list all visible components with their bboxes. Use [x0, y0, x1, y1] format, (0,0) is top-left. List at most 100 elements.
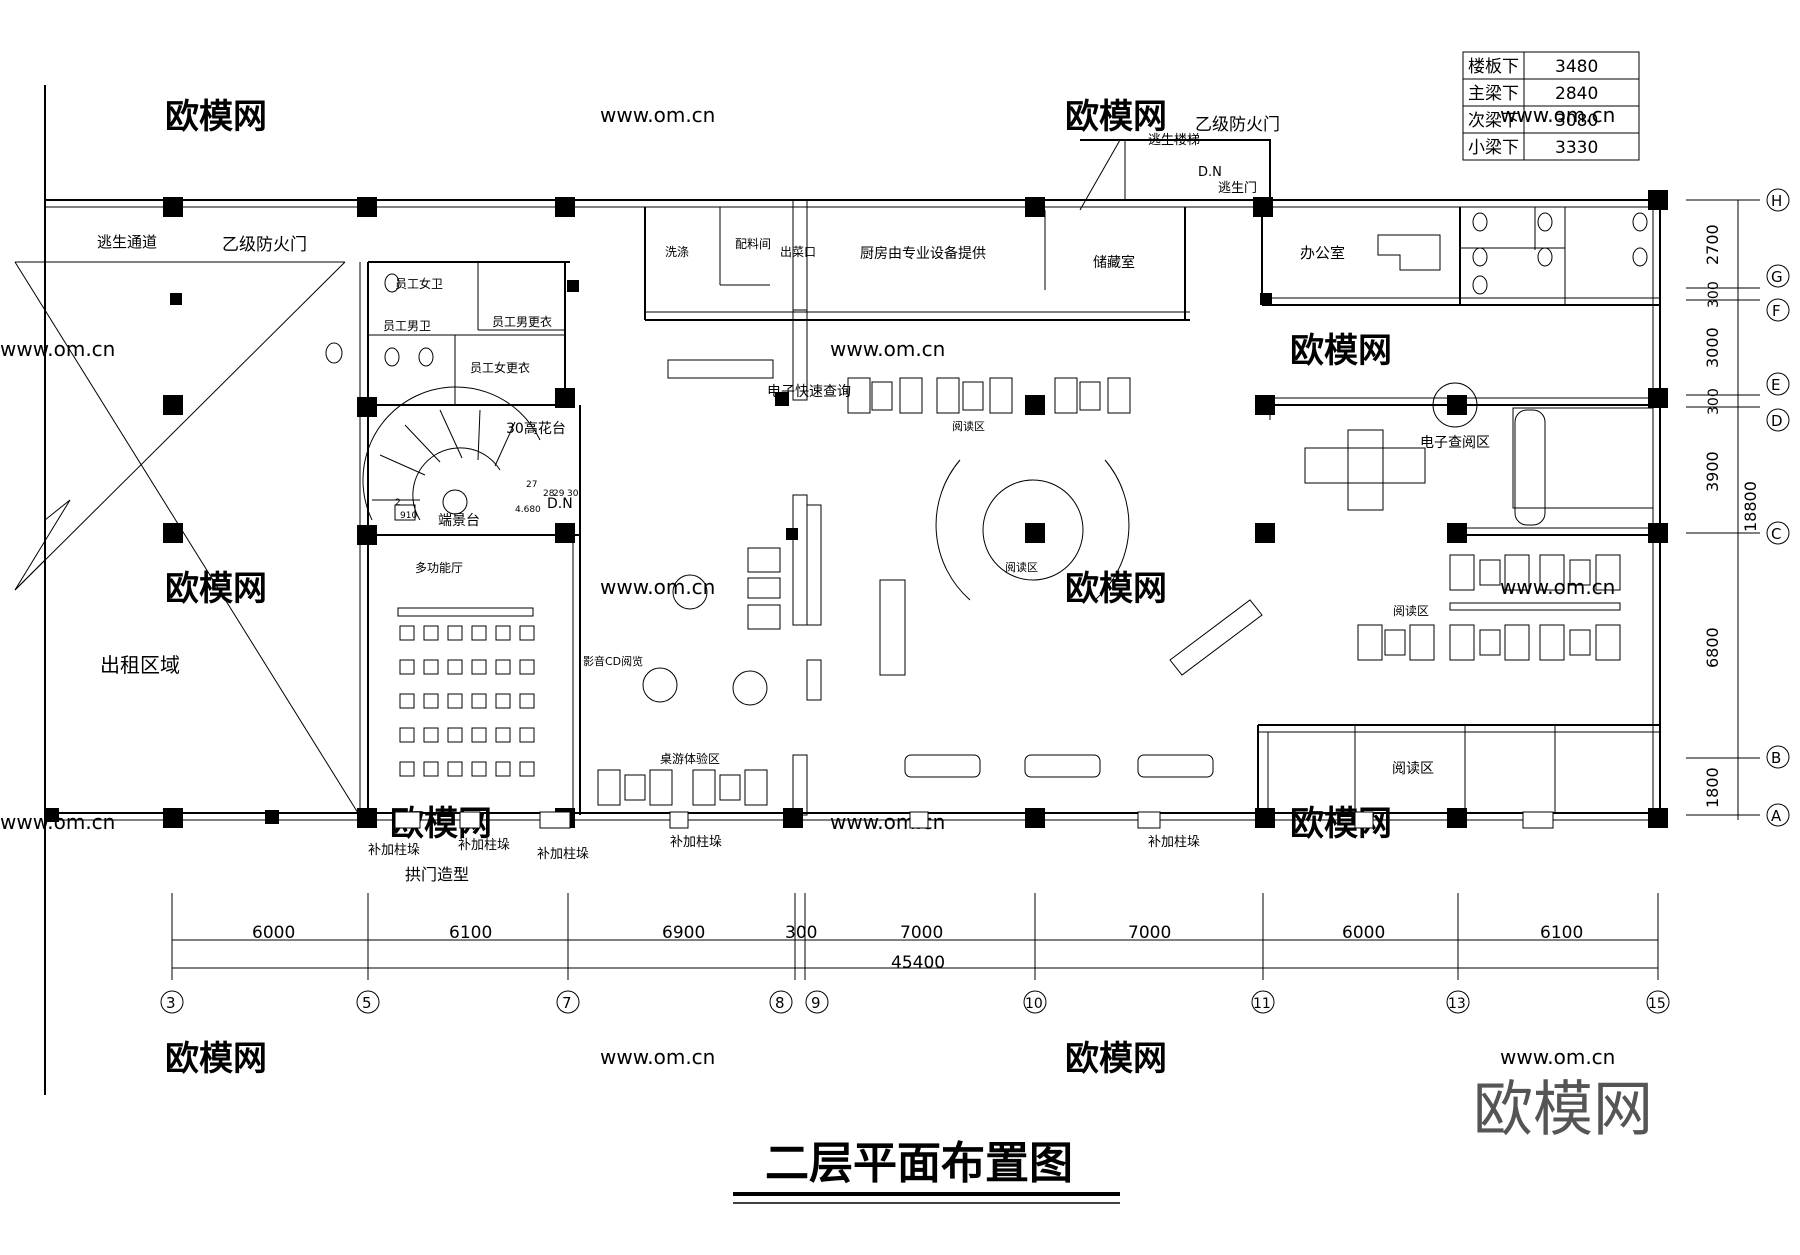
label-flower-bed: 30高花台	[506, 420, 566, 437]
axis-label: 13	[1448, 996, 1466, 1012]
reading-chairs-top	[847, 377, 1131, 414]
dimension-value: 7000	[1128, 923, 1171, 943]
label-e-reading: 电子查阅区	[1420, 435, 1490, 451]
height-table-label: 楼板下	[1468, 57, 1519, 77]
axis-label: 8	[775, 994, 785, 1012]
watermark: www.om.cn	[600, 575, 715, 599]
label-serving-window: 出菜口	[780, 245, 816, 259]
label-fire-door-left: 乙级防火门	[222, 235, 307, 255]
stair-number: 2	[395, 498, 401, 508]
watermark: 欧模网	[165, 97, 267, 137]
stair-number: 27	[526, 480, 537, 490]
label-reading-area: 阅读区	[1392, 760, 1434, 777]
label-kitchen: 厨房由专业设备提供	[860, 245, 986, 262]
watermark: www.om.cn	[1500, 103, 1615, 127]
axis-label: 9	[811, 994, 821, 1012]
axis-label: D	[1771, 412, 1783, 430]
axis-label: 15	[1648, 996, 1666, 1012]
reading-chairs-right	[1357, 554, 1621, 661]
axis-label: F	[1772, 302, 1781, 320]
dimension-value: 300	[1706, 281, 1722, 308]
height-table-value: 3480	[1555, 57, 1598, 77]
room-labels: 逃生通道 乙级防火门 乙级防火门 逃生楼梯 逃生门 D.N 出租区域 员工女卫 …	[97, 115, 1490, 884]
label-staff-wc-female: 员工女卫	[395, 276, 443, 291]
dimension-value: 7000	[900, 923, 943, 943]
dimension-value: 6000	[252, 923, 295, 943]
watermark: 欧模网	[165, 1039, 267, 1079]
label-escape-stair: 逃生楼梯	[1148, 133, 1200, 148]
watermark: www.om.cn	[830, 337, 945, 361]
label-storage: 储藏室	[1093, 254, 1135, 271]
walls	[14, 85, 1661, 1095]
dimension-value: 300	[785, 923, 817, 943]
axis-label: 7	[562, 994, 572, 1012]
axis-label: A	[1771, 807, 1782, 825]
dimensions-right: 2700 300 3000 300 3900 6800 1800 18800 H…	[1686, 188, 1790, 827]
height-table-label: 主梁下	[1468, 84, 1519, 104]
columns	[45, 190, 1668, 829]
watermark: 欧模网	[165, 569, 267, 609]
label-prep-room: 配料间	[735, 237, 771, 251]
label-av-cd: 影音CD阅览	[583, 654, 643, 668]
hall-seats	[399, 625, 535, 777]
level-mark: 910	[400, 511, 417, 521]
axis-label: C	[1771, 525, 1781, 543]
label-reading-area: 阅读区	[1393, 604, 1429, 618]
axis-label: 10	[1025, 996, 1043, 1012]
watermark: www.om.cn	[1500, 1045, 1615, 1069]
watermark: 欧模网	[1290, 331, 1392, 371]
label-board-game: 桌游体验区	[660, 751, 720, 766]
label-extra-column: 补加柱垛	[458, 838, 510, 853]
dimension-value: 300	[1706, 388, 1722, 415]
stair-number: 30	[567, 489, 579, 499]
dimension-value: 3900	[1703, 451, 1722, 492]
label-rental-area: 出租区域	[100, 653, 180, 677]
label-e-query: 电子快速查询	[767, 384, 851, 400]
label-dn-top: D.N	[1198, 165, 1222, 180]
watermark: www.om.cn	[600, 1045, 715, 1069]
watermark: 欧模网	[1290, 804, 1392, 844]
watermark: 欧模网	[1065, 97, 1167, 137]
dimension-total: 18800	[1741, 481, 1760, 532]
watermark: www.om.cn	[0, 337, 115, 361]
dimension-value: 6100	[449, 923, 492, 943]
axis-label: B	[1771, 749, 1781, 767]
height-table-value: 3080	[1555, 111, 1598, 131]
label-extra-column: 补加柱垛	[368, 843, 420, 858]
label-staff-changing-female: 员工女更衣	[470, 360, 530, 375]
watermark: 欧模网	[1065, 569, 1167, 609]
dimensions-bottom: 6000 6100 6900 300 7000 7000 6000 6100 4…	[160, 893, 1670, 1014]
label-escape-door: 逃生门	[1218, 181, 1257, 196]
height-table-label: 次梁下	[1468, 111, 1519, 131]
dimension-value: 1800	[1703, 767, 1722, 808]
label-washing: 洗涤	[665, 245, 689, 259]
axis-label: E	[1771, 376, 1780, 394]
drawing-title: 二层平面布置图	[765, 1138, 1073, 1189]
watermark: www.om.cn	[600, 103, 715, 127]
height-table-label: 小梁下	[1468, 138, 1519, 158]
dimension-value: 2700	[1703, 224, 1722, 265]
axis-label: 3	[166, 994, 176, 1012]
label-escape-passage: 逃生通道	[97, 233, 157, 251]
dimension-value: 6800	[1703, 627, 1722, 668]
label-fire-door-top: 乙级防火门	[1195, 115, 1280, 135]
dimension-value: 3000	[1703, 327, 1722, 368]
dimension-value: 6000	[1342, 923, 1385, 943]
stair-number: 29	[553, 489, 565, 499]
label-reading-area: 阅读区	[952, 419, 985, 433]
label-reading-area: 阅读区	[1005, 560, 1038, 574]
stair-number: 28	[543, 489, 555, 499]
label-extra-column: 补加柱垛	[1148, 835, 1200, 850]
label-landscape-platform: 端景台	[438, 513, 480, 529]
drawing-title-block: 二层平面布置图 欧模网	[733, 1075, 1653, 1204]
watermark: www.om.cn	[1500, 575, 1615, 599]
label-extra-column: 补加柱垛	[670, 835, 722, 850]
watermark: 欧模网	[1065, 1039, 1167, 1079]
height-table: 楼板下 3480 主梁下 2840 次梁下 3080 小梁下 3330	[1462, 51, 1640, 161]
axis-label: 11	[1253, 996, 1271, 1012]
brand-logo-text: 欧模网	[1473, 1075, 1653, 1145]
label-arch-door: 拱门造型	[405, 865, 469, 884]
axis-label: G	[1771, 268, 1783, 286]
dimension-value: 6900	[662, 923, 705, 943]
